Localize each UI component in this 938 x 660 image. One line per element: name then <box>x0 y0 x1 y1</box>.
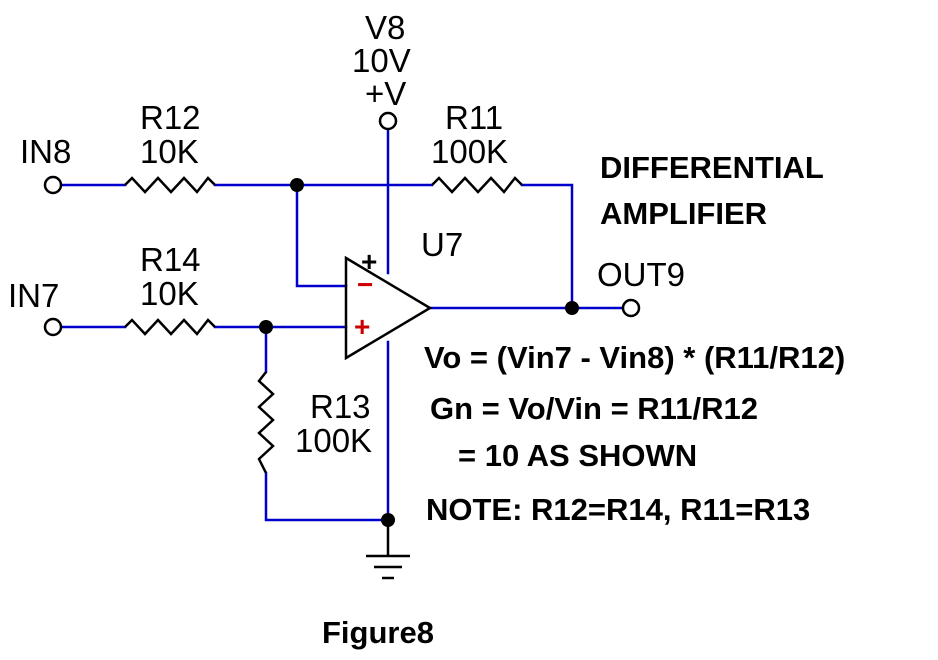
terminal-in8 <box>43 175 63 195</box>
wires <box>59 127 625 522</box>
title-line2: AMPLIFIER <box>600 196 767 231</box>
opamp-plus-sign: + <box>354 311 370 342</box>
note-text: NOTE: R12=R14, R11=R13 <box>426 492 810 527</box>
resistor-r11 <box>431 176 523 194</box>
r12-name: R12 <box>140 99 201 136</box>
formula-text: Vo = (Vin7 - Vin8) * (R11/R12) <box>424 340 845 375</box>
resistor-r12 <box>124 176 216 194</box>
junction-output <box>565 301 579 315</box>
r13-name: R13 <box>310 388 371 425</box>
resistor-r13 <box>257 371 275 474</box>
junction-r14-r13 <box>259 320 273 334</box>
terminal-supply <box>378 111 398 131</box>
opamp-minus-sign: − <box>357 269 373 300</box>
input-label-in7: IN7 <box>8 277 59 314</box>
wire-feedback <box>520 183 574 310</box>
junction-ground <box>381 513 395 527</box>
r13-value: 100K <box>295 422 372 459</box>
wire-r13-bottom <box>264 471 390 522</box>
supply-node: +V <box>365 75 406 112</box>
title-line1: DIFFERENTIAL <box>600 150 824 185</box>
wire-inverting-input <box>295 183 348 288</box>
input-label-in8: IN8 <box>20 133 71 170</box>
supply-value: 10V <box>352 42 411 79</box>
r14-value: 10K <box>140 275 199 312</box>
junction-r12-r11 <box>290 178 304 192</box>
supply-name: V8 <box>365 9 405 46</box>
output-label: OUT9 <box>597 256 685 293</box>
r11-value: 100K <box>431 133 508 170</box>
opamp-u7 <box>344 255 433 361</box>
opamp-name: U7 <box>421 226 463 263</box>
figure-caption: Figure8 <box>322 615 434 650</box>
resistor-r14 <box>124 318 216 336</box>
terminal-out9 <box>621 298 641 318</box>
gain-value-text: = 10 AS SHOWN <box>458 438 697 473</box>
r11-name: R11 <box>445 99 503 136</box>
r12-value: 10K <box>140 133 199 170</box>
r14-name: R14 <box>140 241 201 278</box>
terminal-in7 <box>43 317 63 337</box>
opamp-upper-plus: + <box>361 246 377 277</box>
gain-text: Gn = Vo/Vin = R11/R12 <box>430 391 758 426</box>
ground-symbol <box>366 520 410 580</box>
